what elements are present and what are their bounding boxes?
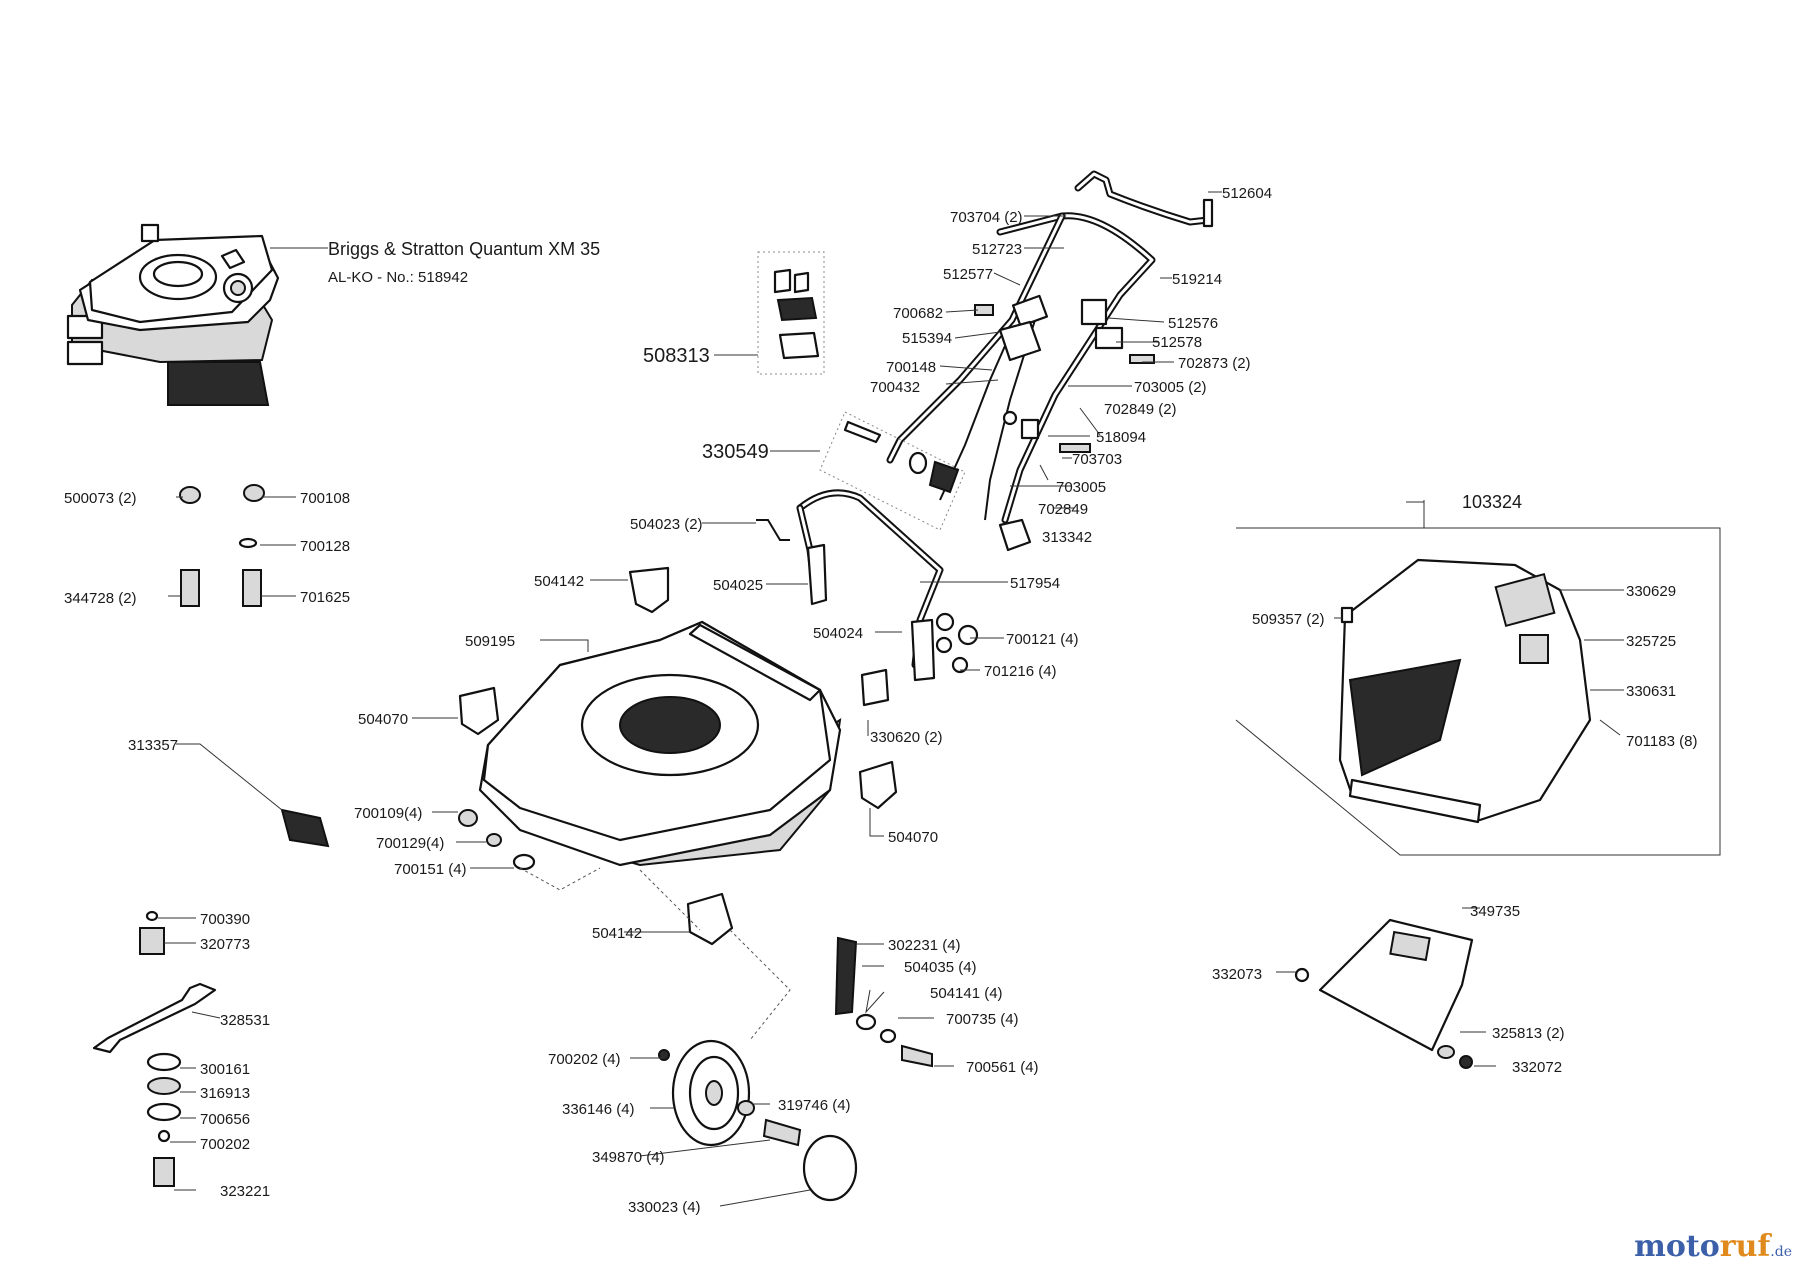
label-504070-right: 504070: [888, 829, 938, 846]
label-512578: 512578: [1152, 334, 1202, 351]
label-701183: 701183 (8): [1626, 733, 1697, 750]
label-701625: 701625: [300, 589, 350, 606]
label-336146: 336146 (4): [562, 1101, 635, 1118]
label-300161: 300161: [200, 1061, 250, 1078]
kit-508313: [757, 251, 825, 375]
mower-deck: [478, 620, 842, 867]
engine-name: Briggs & Stratton Quantum XM 35: [328, 239, 600, 259]
label-316913: 316913: [200, 1085, 250, 1102]
label-504142-top: 504142: [534, 573, 584, 590]
label-504035: 504035 (4): [904, 959, 977, 976]
label-700390: 700390: [200, 911, 250, 928]
label-700561: 700561 (4): [966, 1059, 1039, 1076]
label-332072: 332072: [1512, 1059, 1562, 1076]
label-701216: 701216 (4): [984, 663, 1057, 680]
label-512576: 512576: [1168, 315, 1218, 332]
deck-brackets: [280, 566, 898, 946]
part-labels: 512604 703704 (2) 512723 512577 519214 7…: [64, 185, 1697, 1216]
label-504023: 504023 (2): [630, 516, 703, 533]
blade-stack: [92, 910, 217, 1187]
label-512604: 512604: [1222, 185, 1272, 202]
label-325725: 325725: [1626, 633, 1676, 650]
label-700109: 700109(4): [354, 805, 422, 822]
label-702849-2: 702849 (2): [1104, 401, 1177, 418]
label-700202-blade: 700202: [200, 1136, 250, 1153]
label-518094: 518094: [1096, 429, 1146, 446]
label-332073: 332073: [1212, 966, 1262, 983]
hardware-left: [179, 484, 536, 871]
label-700148: 700148: [886, 359, 936, 376]
label-313357: 313357: [128, 737, 178, 754]
label-703005-2: 703005 (2): [1134, 379, 1207, 396]
label-700432: 700432: [870, 379, 920, 396]
label-325813: 325813 (2): [1492, 1025, 1565, 1042]
label-349870: 349870 (4): [592, 1149, 665, 1166]
label-319746: 319746 (4): [778, 1097, 851, 1114]
label-323221: 323221: [220, 1183, 270, 1200]
label-700682: 700682: [893, 305, 943, 322]
label-700121: 700121 (4): [1006, 631, 1079, 648]
label-509195: 509195: [465, 633, 515, 650]
label-519214: 519214: [1172, 271, 1222, 288]
label-344728: 344728 (2): [64, 590, 137, 607]
label-700151: 700151 (4): [394, 861, 467, 878]
label-504024: 504024: [813, 625, 863, 642]
wheel-assembly: [658, 936, 933, 1202]
label-500073: 500073 (2): [64, 490, 137, 507]
leader-lines: [158, 191, 1624, 1207]
discharge-flap: [1294, 918, 1474, 1069]
label-702849: 702849: [1038, 501, 1088, 518]
label-349735: 349735: [1470, 903, 1520, 920]
label-700202-wheel: 700202 (4): [548, 1051, 621, 1068]
label-328531: 328531: [220, 1012, 270, 1029]
label-330549: 330549: [702, 441, 769, 463]
kit-330549: [819, 411, 966, 531]
engine-callout: Briggs & Stratton Quantum XM 35 AL-KO - …: [270, 239, 600, 286]
label-700128: 700128: [300, 538, 350, 555]
label-504070-left: 504070: [358, 711, 408, 728]
label-703005: 703005: [1056, 479, 1106, 496]
label-330631: 330631: [1626, 683, 1676, 700]
label-504142-bottom: 504142: [592, 925, 642, 942]
label-302231: 302231 (4): [888, 937, 961, 954]
label-330629: 330629: [1626, 583, 1676, 600]
label-509357: 509357 (2): [1252, 611, 1325, 628]
label-700108: 700108: [300, 490, 350, 507]
label-517954: 517954: [1010, 575, 1060, 592]
label-515394: 515394: [902, 330, 952, 347]
label-504025: 504025: [713, 577, 763, 594]
label-330620: 330620 (2): [870, 729, 943, 746]
label-512723: 512723: [972, 241, 1022, 258]
label-330023: 330023 (4): [628, 1199, 701, 1216]
label-702873: 702873 (2): [1178, 355, 1251, 372]
label-508313: 508313: [643, 345, 710, 367]
grass-catcher: [1235, 527, 1721, 856]
label-320773: 320773: [200, 936, 250, 953]
site-watermark: motoruf.de: [1634, 1229, 1792, 1264]
label-700735: 700735 (4): [946, 1011, 1019, 1028]
label-504141: 504141 (4): [930, 985, 1003, 1002]
label-313342: 313342: [1042, 529, 1092, 546]
label-703704: 703704 (2): [950, 209, 1023, 226]
engine-alko-number: AL-KO - No.: 518942: [328, 269, 468, 286]
label-103324: 103324: [1462, 492, 1522, 512]
label-700656: 700656: [200, 1111, 250, 1128]
label-512577: 512577: [943, 266, 993, 283]
label-703703: 703703: [1072, 451, 1122, 468]
handle-assembly: [756, 170, 1214, 707]
engine-illustration: [66, 223, 280, 406]
label-700129: 700129(4): [376, 835, 444, 852]
